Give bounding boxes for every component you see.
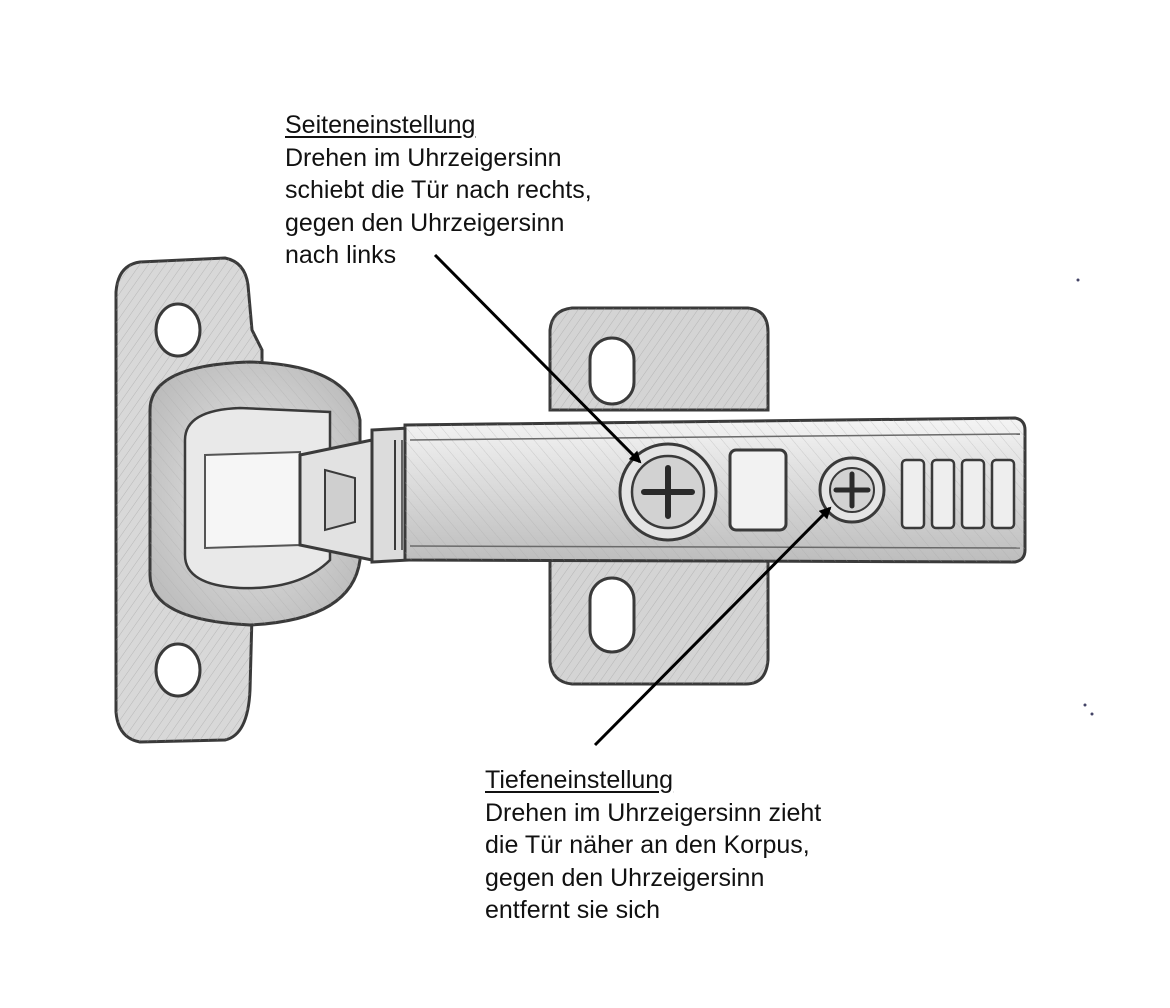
depth-adjustment-callout: Tiefeneinstellung Drehen im Uhrzeigersin… — [485, 764, 821, 927]
slot-hole-top — [588, 336, 636, 406]
depth-adjustment-line: gegen den Uhrzeigersinn — [485, 863, 765, 892]
side-adjustment-arrow — [433, 253, 642, 464]
speck — [1083, 703, 1087, 707]
side-adjustment-line: gegen den Uhrzeigersinn — [285, 208, 565, 237]
mounting-hole-top — [154, 302, 202, 358]
side-adjustment-heading: Seiteneinstellung — [285, 111, 476, 139]
speck — [1090, 712, 1094, 716]
hinge-cup — [148, 360, 362, 627]
side-adjustment-callout: Seiteneinstellung Drehen im Uhrzeigersin… — [285, 109, 592, 272]
side-adjustment-line: schiebt die Tür nach rechts, — [285, 176, 592, 204]
depth-adjustment-heading: Tiefeneinstellung — [485, 766, 674, 794]
side-adjustment-line: Drehen im Uhrzeigersinn — [285, 143, 562, 172]
depth-adjustment-line: die Tür näher an den Korpus, — [485, 831, 810, 859]
side-adjustment-screw — [618, 442, 718, 542]
hinge-knuckle — [298, 426, 412, 564]
depth-adjustment-screw — [818, 456, 886, 524]
slot-hole-bottom — [588, 576, 636, 654]
side-adjustment-line: nach links — [285, 241, 397, 269]
depth-adjustment-line: Drehen im Uhrzeigersinn zieht — [485, 798, 822, 827]
depth-adjustment-arrow — [593, 506, 832, 747]
arm-ribs — [900, 458, 1016, 530]
arm-window — [728, 448, 788, 532]
depth-adjustment-line: entfernt sie sich — [485, 896, 661, 924]
speck — [1076, 278, 1080, 282]
base-mounting-plate — [548, 306, 770, 686]
mounting-hole-bottom — [154, 642, 202, 698]
